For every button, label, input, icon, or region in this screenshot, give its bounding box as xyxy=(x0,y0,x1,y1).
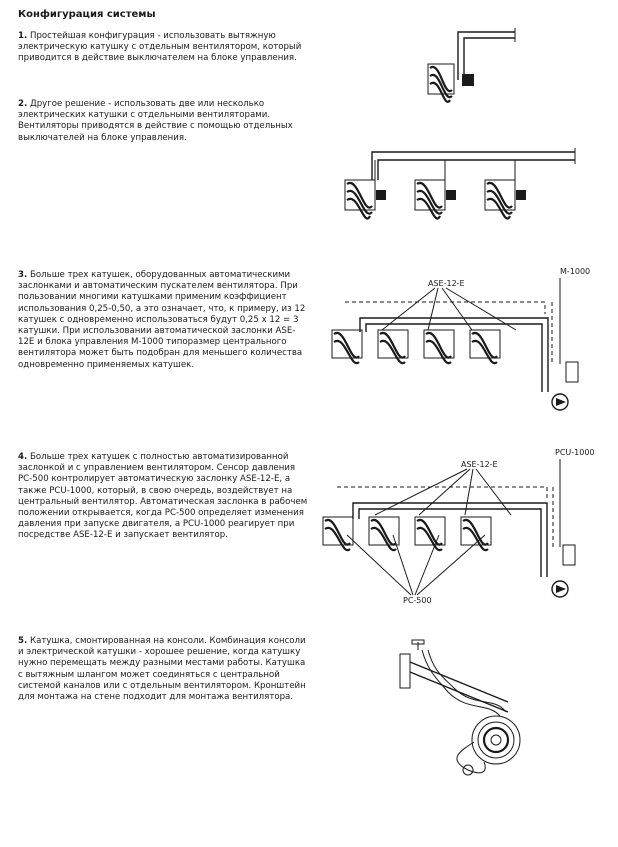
control-cable xyxy=(345,301,546,314)
label-pc-500: PC-500 xyxy=(403,596,432,605)
section-3-number: 3. xyxy=(18,270,28,280)
figure-4-automated-control-diagram: ASE-12-E PCU-1000 PC-500 xyxy=(322,448,595,605)
hose-reel xyxy=(331,329,363,365)
section-3-text: 3. Больше трех катушек, оборудованных ав… xyxy=(18,270,310,371)
section-5-text: 5. Катушка, смонтированная на консоли. К… xyxy=(18,636,310,703)
section-2-number: 2. xyxy=(18,99,28,109)
section-1-body: Простейшая конфигурация - использовать в… xyxy=(18,31,302,64)
section-2-body: Другое решение - использовать две или не… xyxy=(18,99,293,143)
control-unit xyxy=(565,361,579,383)
hose-reel xyxy=(423,329,455,365)
control-unit xyxy=(562,544,576,566)
section-4-text: 4. Больше трех катушек с полностью автом… xyxy=(18,452,310,542)
section-3-body: Больше трех катушек, оборудованных автом… xyxy=(18,270,306,370)
hose-reel xyxy=(414,516,446,552)
hose xyxy=(421,649,501,717)
section-2-text: 2. Другое решение - использовать две или… xyxy=(18,99,310,144)
section-5-body: Катушка, смонтированная на консоли. Комб… xyxy=(18,636,306,703)
section-4-body: Больше трех катушек с полностью автомати… xyxy=(18,452,308,541)
control-cable xyxy=(337,486,548,499)
hose-reel xyxy=(427,63,455,103)
label-ase-12-e: ASE-12-E xyxy=(461,460,498,469)
hose-reel xyxy=(344,160,386,220)
wall-bracket xyxy=(399,653,411,689)
duct-pipe xyxy=(457,31,515,80)
hose-reel xyxy=(322,516,354,552)
hose-reel xyxy=(469,329,501,365)
hose-reel xyxy=(414,160,456,220)
hose-reel xyxy=(460,516,492,552)
label-m-1000: M-1000 xyxy=(560,267,590,276)
fan-icon xyxy=(551,393,569,411)
hose-reel xyxy=(484,160,526,220)
hose-reel xyxy=(471,715,521,765)
figure-2-multiple-reels-diagram xyxy=(344,148,576,220)
figure-3-automatic-dampers-diagram: ASE-12-E M-1000 xyxy=(331,267,590,411)
reel-fan xyxy=(462,74,474,86)
hose-nozzle xyxy=(456,741,486,774)
duct-pipe xyxy=(371,151,575,180)
figure-1-single-reel-diagram xyxy=(427,28,516,103)
label-ase-12-e: ASE-12-E xyxy=(428,279,465,288)
section-5-number: 5. xyxy=(18,636,28,646)
section-4-number: 4. xyxy=(18,452,28,462)
hose-reel xyxy=(368,516,400,552)
hose-reel xyxy=(377,329,409,365)
duct-pipe xyxy=(352,502,548,577)
console-arm xyxy=(409,661,509,703)
section-1-number: 1. xyxy=(18,31,28,41)
label-pcu-1000: PCU-1000 xyxy=(555,448,595,457)
fan-icon xyxy=(551,580,569,598)
section-1-text: 1. Простейшая конфигурация - использоват… xyxy=(18,31,310,65)
figure-5-console-mounted-reel xyxy=(399,639,521,776)
duct-pipe xyxy=(359,317,549,392)
page-title: Конфигурация системы xyxy=(18,9,156,20)
